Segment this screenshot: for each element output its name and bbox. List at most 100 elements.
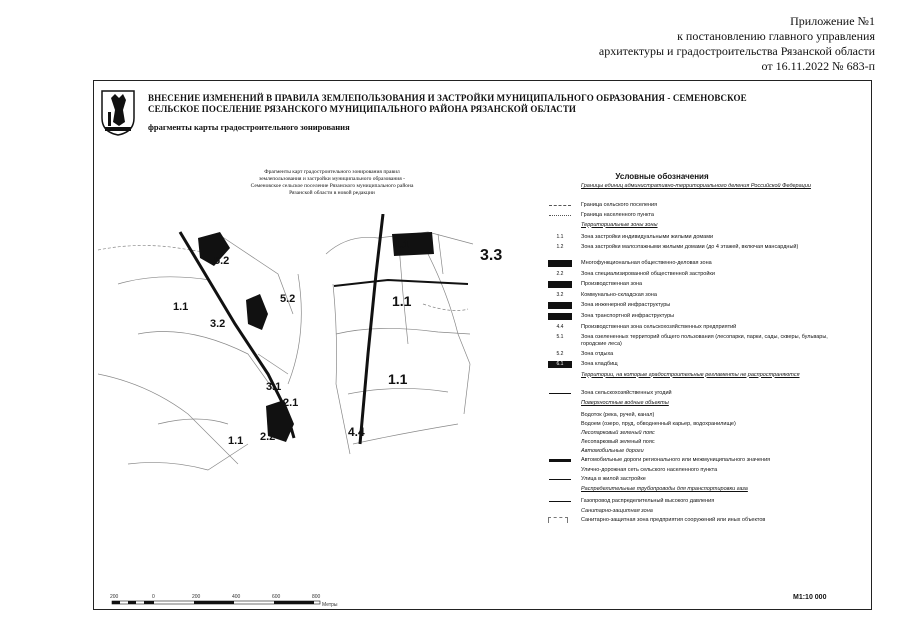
legend-text: Территориальные зоны зоны	[581, 221, 658, 228]
legend-symbol	[548, 281, 572, 288]
legend-symbol	[548, 439, 572, 446]
legend-text: Водоток (река, ручей, канал)	[581, 412, 655, 418]
legend-symbol	[548, 457, 572, 464]
legend-symbol	[548, 486, 572, 493]
legend-text: Улица в жилой застройке	[581, 476, 646, 482]
legend-text: Лесопарковый зеленый пояс	[581, 439, 655, 445]
legend-text: Автомобильные дороги	[581, 448, 644, 454]
map-label: 1.1	[173, 301, 188, 313]
legend-symbol: 1.1	[556, 233, 564, 240]
legend-text: Граница населенного пункта	[581, 211, 654, 218]
map-note: Фрагменты карт градостроительного зониро…	[250, 169, 414, 196]
legend-symbol: 1.2	[556, 243, 564, 250]
legend-text: Зона кладбищ	[581, 360, 618, 367]
map-scale-ratio: М1:10 000	[793, 594, 827, 601]
map-label: 4.4	[348, 425, 365, 439]
legend-symbol	[548, 313, 572, 320]
map-label: 2.1	[283, 397, 298, 409]
legend-text: Зона транспортной инфраструктуры	[581, 313, 675, 319]
map-label: 1.1	[392, 293, 412, 309]
map-label: 1.1	[394, 239, 409, 251]
legend-text: Улично-дорожная сеть сельского населенно…	[581, 467, 718, 473]
appendix-block: Приложение №1 к постановлению главного у…	[599, 14, 875, 74]
legend-symbol	[548, 390, 572, 397]
scale-bar: 200 0 200 400 600 800 Метры	[110, 594, 338, 608]
legend-text: Распределительные трубопроводы для транс…	[581, 486, 748, 492]
map-label: 3.1	[266, 381, 281, 393]
map-right-labels: 1.1 3.3 1.1 1.1 4.4	[348, 239, 502, 439]
legend-symbol	[548, 498, 572, 505]
scale-tick: 400	[232, 594, 241, 600]
legend-text: Зона застройки малоэтажными жилыми домам…	[581, 243, 799, 250]
coat-of-arms-icon	[101, 90, 135, 136]
appendix-line-4: от 16.11.2022 № 683-п	[761, 59, 875, 73]
map-right-roads	[333, 214, 469, 445]
legend-text: Зона озелененных территорий общего польз…	[581, 334, 828, 347]
legend-symbol	[548, 517, 568, 523]
map-label: 5.2	[214, 255, 229, 267]
map-label: 1.1	[388, 371, 408, 387]
legend-symbol	[548, 183, 572, 190]
legend-text: Лесопарковый зеленый пояс	[581, 430, 655, 436]
scale-unit: Метры	[322, 602, 338, 608]
legend-text: Зона инженерной инфраструктуры	[581, 302, 671, 308]
map-label: 2.2	[260, 431, 275, 443]
appendix-line-1: Приложение №1	[790, 14, 875, 28]
appendix-line-2: к постановлению главного управления	[677, 29, 875, 43]
map-left-zones	[198, 232, 294, 442]
legend-symbol	[548, 302, 572, 309]
legend-text: Производственная зона сельскохозяйственн…	[581, 324, 737, 330]
map-fragment-left	[98, 233, 302, 471]
legend-text: Многофункциональная общественно-деловая …	[581, 260, 712, 266]
legend-text: Граница сельского поселения	[581, 201, 658, 208]
scale-tick: 600	[272, 594, 281, 600]
legend-text: Производственная зона	[581, 281, 643, 287]
legend-text: Санитарно-защитная зона	[581, 508, 653, 514]
scale-tick: 200	[192, 594, 201, 600]
map-label: 3.2	[210, 318, 225, 330]
document-title: ВНЕСЕНИЕ ИЗМЕНЕНИЙ В ПРАВИЛА ЗЕМЛЕПОЛЬЗО…	[148, 93, 747, 114]
legend-symbol	[548, 467, 572, 474]
legend-text: Зона отдыха	[581, 350, 614, 357]
legend-symbol	[548, 372, 572, 379]
legend-text: Зона застройки индивидуальными жилыми до…	[581, 233, 714, 240]
legend-symbol	[548, 476, 572, 483]
appendix-line-3: архитектуры и градостроительства Рязанск…	[598, 44, 875, 58]
legend-symbol: 5.2	[556, 350, 564, 357]
legend-text: Зона специализированной общественной зас…	[581, 271, 715, 277]
legend-symbol	[548, 400, 572, 407]
map-left-labels: 5.2 1.1 3.2 5.2 3.1 2.1 1.1 2.2	[173, 255, 298, 447]
legend-text: Зона сельскохозяйственных угодий	[581, 390, 672, 396]
legend-text: Санитарно-защитная зона предприятия соор…	[581, 517, 766, 523]
legend-text: Территории, на которые градостроительные…	[581, 371, 800, 378]
legend-text: Границы единиц административно-территори…	[581, 183, 811, 189]
map-label: 3.3	[480, 247, 502, 264]
legend-symbol: 5.1	[556, 334, 564, 341]
legend-text: Поверхностные водные объекты	[581, 400, 669, 406]
legend-symbol	[548, 212, 572, 219]
scale-tick: 800	[312, 594, 321, 600]
legend-title: Условные обозначения	[615, 172, 709, 181]
map-fragment-right	[325, 231, 474, 455]
legend-symbol	[548, 421, 572, 428]
legend-symbol	[548, 260, 572, 267]
scale-tick: 0	[152, 594, 155, 600]
legend-text: Коммунально-складская зона	[581, 292, 657, 298]
map-label: 5.2	[280, 293, 295, 305]
scale-tick: 200	[110, 594, 119, 600]
legend-symbol: 6.1	[548, 360, 572, 368]
legend-symbol	[548, 430, 572, 437]
map-label: 1.1	[228, 435, 243, 447]
legend-text: Газопровод распределительный высокого да…	[581, 498, 715, 504]
legend-symbol	[548, 412, 572, 419]
legend-symbol	[548, 222, 572, 229]
legend-symbol	[548, 202, 572, 209]
map-right-zones	[392, 232, 434, 256]
map-fragments: 5.2 1.1 3.2 5.2 3.1 2.1 1.1 2.2 1.1 3.3 …	[98, 214, 502, 471]
legend-symbol: 4.4	[556, 324, 564, 331]
legend-symbol: 3.2	[556, 292, 564, 299]
map-sheet-frame	[93, 80, 872, 610]
legend-symbol: 2.2	[556, 271, 564, 278]
legend-symbol	[548, 508, 572, 515]
legend-symbol	[548, 448, 572, 455]
